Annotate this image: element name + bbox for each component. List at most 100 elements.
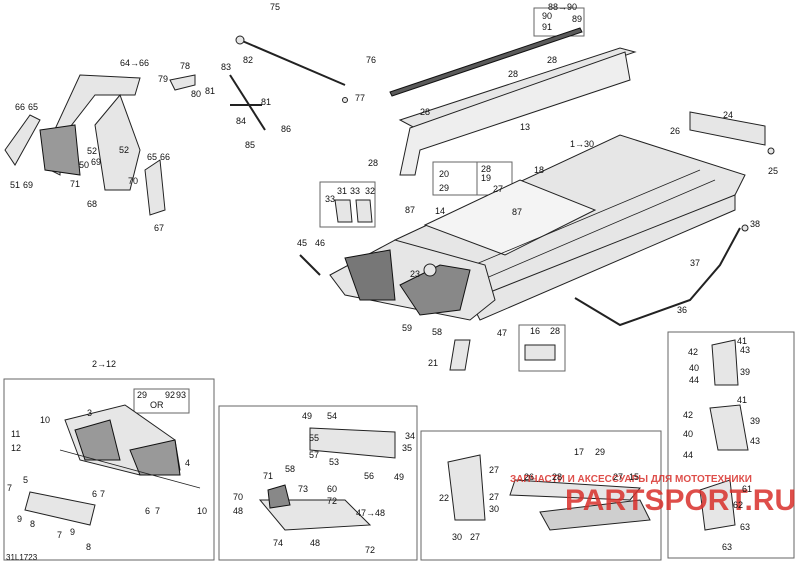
callout-box-16-28 [518, 324, 566, 372]
label: 62 [733, 500, 743, 510]
heat-exchanger-strip [398, 47, 637, 129]
label: 9 [17, 514, 22, 524]
label: 90 [542, 11, 552, 21]
label: 28 [550, 326, 560, 336]
label: 81 [205, 86, 215, 96]
label: 27 [493, 184, 503, 194]
label: 7 [7, 483, 12, 493]
label: 21 [428, 358, 438, 368]
label: 10 [197, 506, 207, 516]
label: 48 [310, 538, 320, 548]
detail-front-frame-parts [24, 404, 201, 526]
steering-column-assembly [4, 35, 348, 216]
label: 60 [327, 484, 337, 494]
label: 29 [137, 390, 147, 400]
label: 40 [689, 363, 699, 373]
part-labels: 88→90 90 91 89 28 28 28 13 28 24 26 25 1… [6, 2, 778, 562]
label: 35 [402, 443, 412, 453]
bracket-39-bottom [709, 404, 749, 451]
label: 40 [683, 429, 693, 439]
plate-54 [309, 427, 396, 459]
front-frame-main [329, 239, 496, 321]
detail-box-side-panel [420, 430, 662, 561]
callout-box-31-33 [319, 181, 376, 228]
label: 93 [176, 390, 186, 400]
label: 28 [552, 472, 562, 482]
label: 52 [119, 145, 129, 155]
label: 30 [452, 532, 462, 542]
label: 72 [327, 496, 337, 506]
label: 31 [337, 186, 347, 196]
label: 91 [542, 22, 552, 32]
label: 25 [768, 166, 778, 176]
label: 64→66 [120, 58, 149, 68]
label: 3 [87, 408, 92, 418]
label: 10 [40, 415, 50, 425]
watermark-text: ЗАПЧАСТИ И АКСЕССУАРЫ ДЛЯ МОТОТЕХНИКИ [510, 474, 752, 485]
label: 44 [689, 375, 699, 385]
label: 27 [470, 532, 480, 542]
label: 50 [79, 160, 89, 170]
label: 2→12 [92, 359, 116, 369]
label: 92 [165, 390, 175, 400]
label: 58 [432, 327, 442, 337]
label: 44 [683, 450, 693, 460]
label: 45 [297, 238, 307, 248]
label: 72 [365, 545, 375, 555]
label: 6 [145, 506, 150, 516]
label: 22 [439, 493, 449, 503]
watermark: ЗАПЧАСТИ И АКСЕССУАРЫ ДЛЯ МОТОТЕХНИКИ PA… [510, 474, 796, 517]
label: 39 [740, 367, 750, 377]
label: 41 [737, 336, 747, 346]
bracket-21 [449, 339, 471, 371]
bracket-22 [447, 454, 486, 521]
bracket-65-right [144, 159, 166, 216]
label: 5 [23, 475, 28, 485]
label: 27 [489, 465, 499, 475]
bracket-16 [524, 344, 556, 361]
label: 61 [742, 484, 752, 494]
label: 9 [70, 527, 75, 537]
label: 11 [11, 429, 20, 439]
label: 7 [57, 530, 62, 540]
label: 7 [100, 489, 105, 499]
label: 7 [155, 506, 160, 516]
label: 26 [670, 126, 680, 136]
label: 66 [15, 102, 25, 112]
label: 29 [439, 183, 449, 193]
label: 28 [368, 158, 378, 168]
label: 75 [270, 2, 280, 12]
label: 37 [690, 258, 700, 268]
bearing-23 [423, 263, 437, 277]
label: 59 [402, 323, 412, 333]
strip-26 [509, 479, 642, 501]
label: 67 [154, 223, 164, 233]
label: 42 [688, 347, 698, 357]
label: 77 [355, 93, 365, 103]
label: 13 [520, 122, 530, 132]
label: 68 [87, 199, 97, 209]
label: 36 [677, 305, 687, 315]
steering-rod-75 [239, 39, 346, 86]
drawing-code: 31L1723 [6, 553, 38, 562]
panel-15 [539, 499, 651, 531]
label: 86 [281, 124, 291, 134]
bracket-65-left [4, 114, 41, 166]
label: 43 [750, 436, 760, 446]
label: 28 [481, 164, 491, 174]
part-24 [689, 111, 766, 146]
label: 15 [629, 472, 639, 482]
label: 71 [263, 471, 273, 481]
label: 63 [740, 522, 750, 532]
detail-box-bracket [667, 331, 795, 559]
label: 66 [160, 152, 170, 162]
label: 28 [508, 69, 518, 79]
label: 69 [91, 157, 101, 167]
label: 89 [572, 14, 582, 24]
watermark-logo: PARTSPORT.RU [565, 484, 796, 517]
label: 43 [740, 345, 750, 355]
bracket-39-top [711, 339, 739, 386]
column-bracket [39, 124, 81, 176]
label: 8 [86, 542, 91, 552]
